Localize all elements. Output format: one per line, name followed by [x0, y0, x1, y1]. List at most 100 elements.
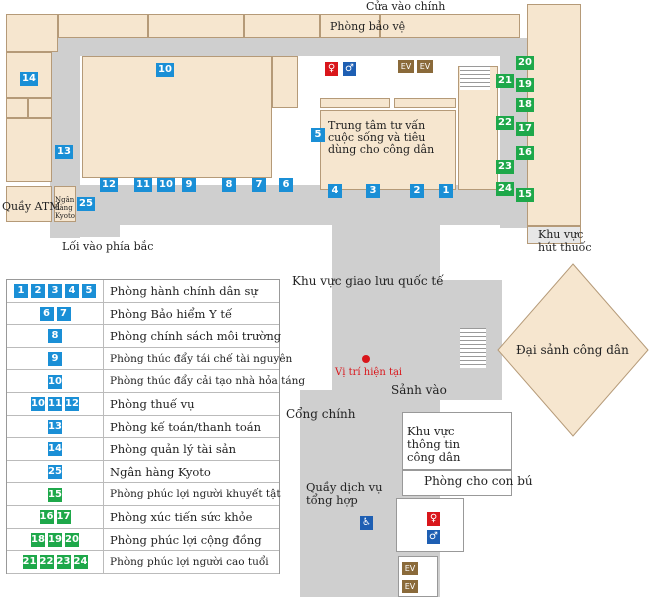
- label-security-room: Phòng bảo vệ: [330, 20, 406, 33]
- legend-badge: 18: [31, 532, 45, 547]
- legend-badge: 7: [56, 306, 71, 321]
- room-number-15: 15: [516, 188, 534, 202]
- room-info-area: [402, 412, 512, 470]
- legend-label: Phòng phúc lợi cộng đồng: [110, 532, 262, 547]
- room-number-20: 20: [516, 56, 534, 70]
- legend-badge: 4: [65, 284, 79, 299]
- legend-badge: 16: [39, 510, 54, 525]
- room-security: [320, 14, 380, 38]
- room-number-10: 10: [156, 63, 174, 77]
- room-right-tall: [527, 4, 581, 226]
- elevator-icon: EV: [398, 60, 414, 73]
- room-narrow: [272, 56, 298, 108]
- room-top-left: [6, 14, 58, 52]
- legend-badge: 5: [82, 284, 96, 299]
- elevator-icon: EV: [402, 562, 418, 575]
- room-number-7: 7: [252, 178, 266, 192]
- legend-badge: 10: [48, 374, 62, 389]
- corridor-top: [50, 38, 530, 56]
- room-10-large: [82, 56, 272, 178]
- legend-badge: 9: [48, 352, 62, 367]
- elevator-icon: EV: [417, 60, 433, 73]
- room-number-6: 6: [279, 178, 293, 192]
- legend-row: 25 Ngân hàng Kyoto: [7, 460, 279, 484]
- legend-label: Phòng chính sách môi trường: [110, 329, 282, 344]
- legend-label: Ngân hàng Kyoto: [110, 464, 211, 479]
- room-top-d: [380, 14, 520, 38]
- legend-badge: 13: [48, 419, 62, 434]
- legend-badge: 19: [48, 532, 62, 547]
- room-consumer-center: [320, 110, 456, 190]
- label-current-location: Vị trí hiện tại: [335, 367, 403, 378]
- room-number-18: 18: [516, 98, 534, 112]
- legend-badge: 21: [22, 555, 37, 570]
- room-number-25: 25: [77, 197, 95, 211]
- room-number-11: 11: [134, 178, 152, 192]
- room-bank: [54, 186, 76, 222]
- legend-label: Phòng thúc đẩy tái chế tài nguyên: [110, 352, 293, 365]
- wheelchair-icon: ♿: [360, 516, 373, 530]
- legend-badge: 2: [31, 284, 45, 299]
- room-top-c: [244, 14, 320, 38]
- label-info-area: Khu vực thông tin công dân: [407, 424, 461, 464]
- room-number-22: 22: [496, 116, 514, 130]
- room-left-small-b: [28, 98, 52, 118]
- room-strip-a: [320, 98, 390, 108]
- room-top-a: [58, 14, 148, 38]
- legend-label: Phòng phúc lợi người khuyết tật: [110, 488, 281, 501]
- legend-badges: 9: [7, 347, 104, 371]
- legend-label: Phòng thuế vụ: [110, 397, 195, 411]
- legend-badge: 11: [48, 397, 62, 412]
- room-14: [6, 52, 52, 98]
- label-smoking-area: Khu vực hút thuốc: [538, 228, 592, 254]
- room-number-9: 9: [182, 178, 196, 192]
- legend-label: Phòng hành chính dân sự: [110, 284, 258, 298]
- legend-badges: 8: [7, 325, 104, 348]
- legend-row: 9 Phòng thúc đẩy tái chế tài nguyên: [7, 347, 292, 371]
- male-toilet-icon: ♂: [427, 530, 440, 544]
- room-left-mid: [6, 118, 52, 182]
- elevator-icon: EV: [402, 580, 418, 593]
- legend-badge: 20: [65, 532, 79, 547]
- legend-badges: 14: [7, 438, 104, 461]
- legend-badge: 8: [48, 329, 62, 344]
- room-strip-b: [394, 98, 456, 108]
- legend-badges: 10: [7, 370, 104, 393]
- label-north-entrance: Lối vào phía bắc: [62, 240, 154, 253]
- room-nursing: [402, 470, 512, 496]
- legend-badges: 25: [7, 460, 104, 484]
- legend-badge: 25: [48, 465, 62, 480]
- room-number-4: 4: [328, 184, 342, 198]
- legend-label: Phòng Bảo hiểm Y tế: [110, 306, 233, 321]
- legend-badge: 24: [73, 555, 88, 570]
- current-location-marker: [362, 355, 370, 363]
- room-number-3: 3: [366, 184, 380, 198]
- room-number-8: 8: [222, 178, 236, 192]
- legend-badge: 23: [56, 555, 71, 570]
- room-number-23: 23: [496, 160, 514, 174]
- legend-badge: 3: [48, 284, 62, 299]
- label-international-area: Khu vực giao lưu quốc tế: [292, 274, 444, 288]
- legend-label: Phòng quản lý tài sản: [110, 442, 236, 457]
- room-number-5: 5: [311, 128, 325, 142]
- citizen-hall-shape: [497, 263, 649, 437]
- room-left-small-a: [6, 98, 28, 118]
- room-number-2: 2: [410, 184, 424, 198]
- legend-label: Phòng xúc tiến sức khỏe: [110, 510, 253, 524]
- stairs: [460, 328, 486, 368]
- room-number-21: 21: [496, 74, 514, 88]
- legend-badge: 1: [14, 284, 28, 299]
- legend-badge: 14: [48, 442, 62, 457]
